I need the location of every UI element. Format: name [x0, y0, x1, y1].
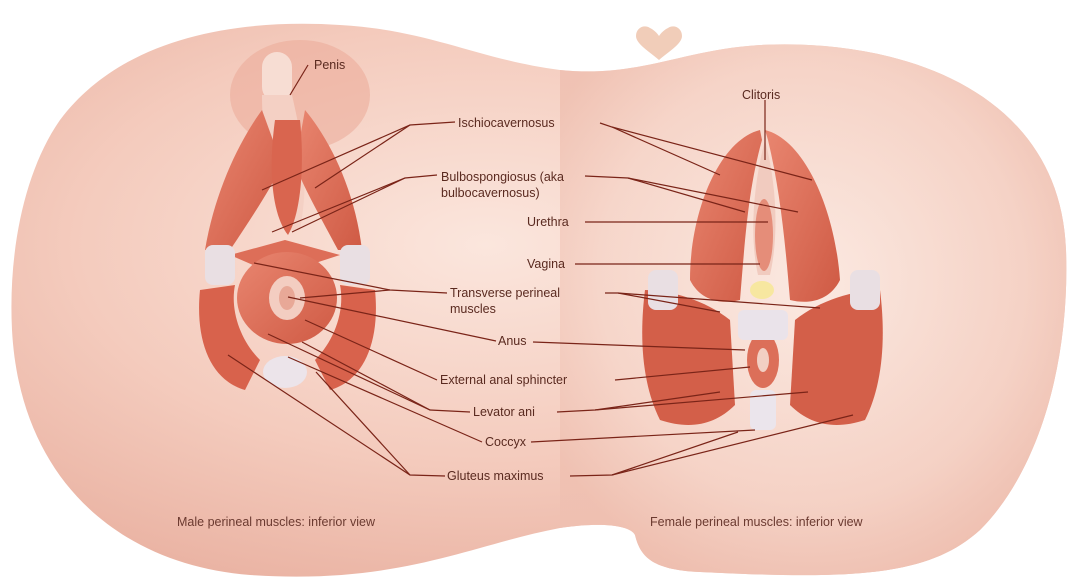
male-perineal-muscles: [199, 52, 376, 390]
label-bulbospongiosus-line2: bulbocavernosus): [441, 186, 540, 200]
label-urethra: Urethra: [527, 215, 569, 229]
label-transverse-perineal-line2: muscles: [450, 302, 496, 316]
label-coccyx: Coccyx: [485, 435, 526, 449]
female-perineal-muscles: [642, 130, 883, 430]
caption-male: Male perineal muscles: inferior view: [177, 515, 375, 529]
label-transverse-perineal-line1: Transverse perineal: [450, 286, 561, 300]
label-anus: Anus: [498, 334, 527, 348]
label-external-anal-sphincter: External anal sphincter: [440, 373, 568, 387]
body-silhouette: [11, 23, 1067, 577]
label-bulbospongiosus-line1: Bulbospongiosus (aka: [441, 170, 564, 184]
label-vagina: Vagina: [527, 257, 565, 271]
label-gluteus-maximus: Gluteus maximus: [447, 469, 544, 483]
heart-icon: [636, 26, 682, 61]
label-clitoris: Clitoris: [742, 88, 781, 102]
caption-female: Female perineal muscles: inferior view: [650, 515, 863, 529]
label-ischiocavernosus: Ischiocavernosus: [458, 116, 555, 130]
leader-lines: [227, 64, 854, 477]
label-levator-ani: Levator ani: [473, 405, 535, 419]
label-penis: Penis: [314, 58, 346, 72]
